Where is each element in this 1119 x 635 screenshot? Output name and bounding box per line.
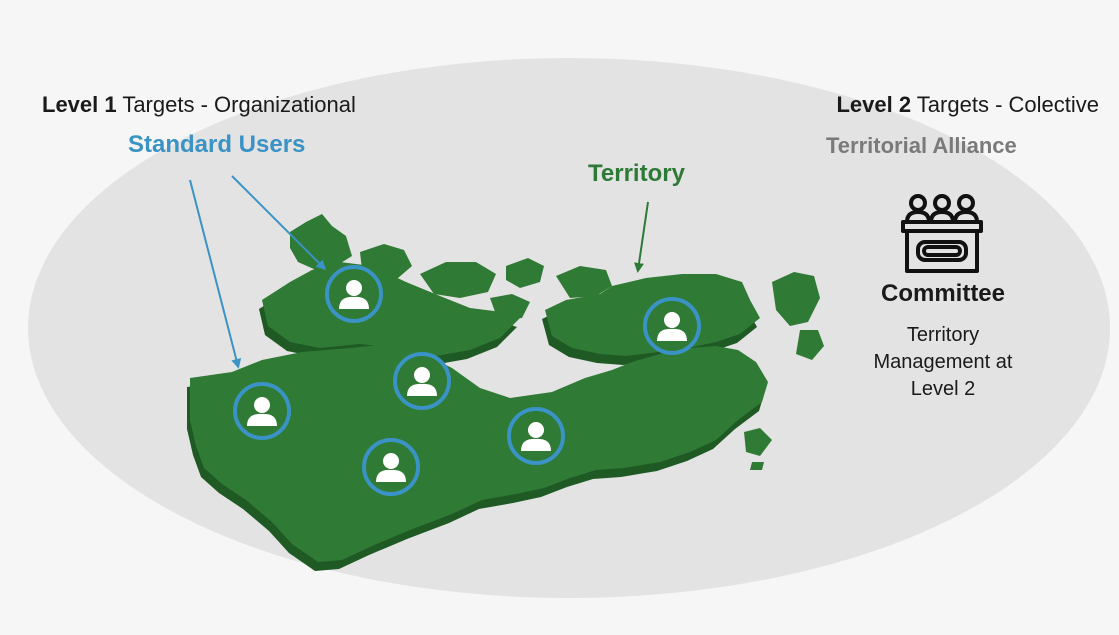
- map-body: [190, 214, 824, 562]
- user-circle-icon: [393, 352, 451, 410]
- territory-label: Territory: [588, 160, 685, 187]
- committee-desc-line: Management at: [873, 351, 1013, 373]
- committee-desc-line: Level 2: [910, 378, 976, 400]
- standard-users-label: Standard Users: [128, 131, 306, 158]
- committee-desc-line: Territory: [906, 324, 980, 346]
- level2-bold: Level 2: [836, 92, 912, 117]
- level2-heading: Level 2 Targets - Colective: [836, 92, 1099, 118]
- level1-heading: Level 1 Targets - Organizational: [42, 92, 356, 118]
- level1-rest: Targets - Organizational: [116, 92, 356, 117]
- user-circle-icon: [507, 407, 565, 465]
- arrow-territory: [634, 201, 649, 273]
- arrow-users-to-west: [189, 179, 242, 369]
- level2-rest: Targets - Colective: [911, 92, 1099, 117]
- committee-icon: [901, 194, 983, 273]
- committee-title: Committee: [880, 280, 1006, 307]
- committee-description: Territory Management at Level 2: [858, 322, 1028, 403]
- user-circle-icon: [325, 265, 383, 323]
- level1-bold: Level 1: [42, 92, 117, 117]
- user-circle-icon: [233, 382, 291, 440]
- territorial-alliance-label: Territorial Alliance: [826, 133, 1017, 158]
- user-circle-icon: [643, 297, 701, 355]
- arrow-users-to-north: [231, 175, 327, 271]
- user-circle-icon: [362, 438, 420, 496]
